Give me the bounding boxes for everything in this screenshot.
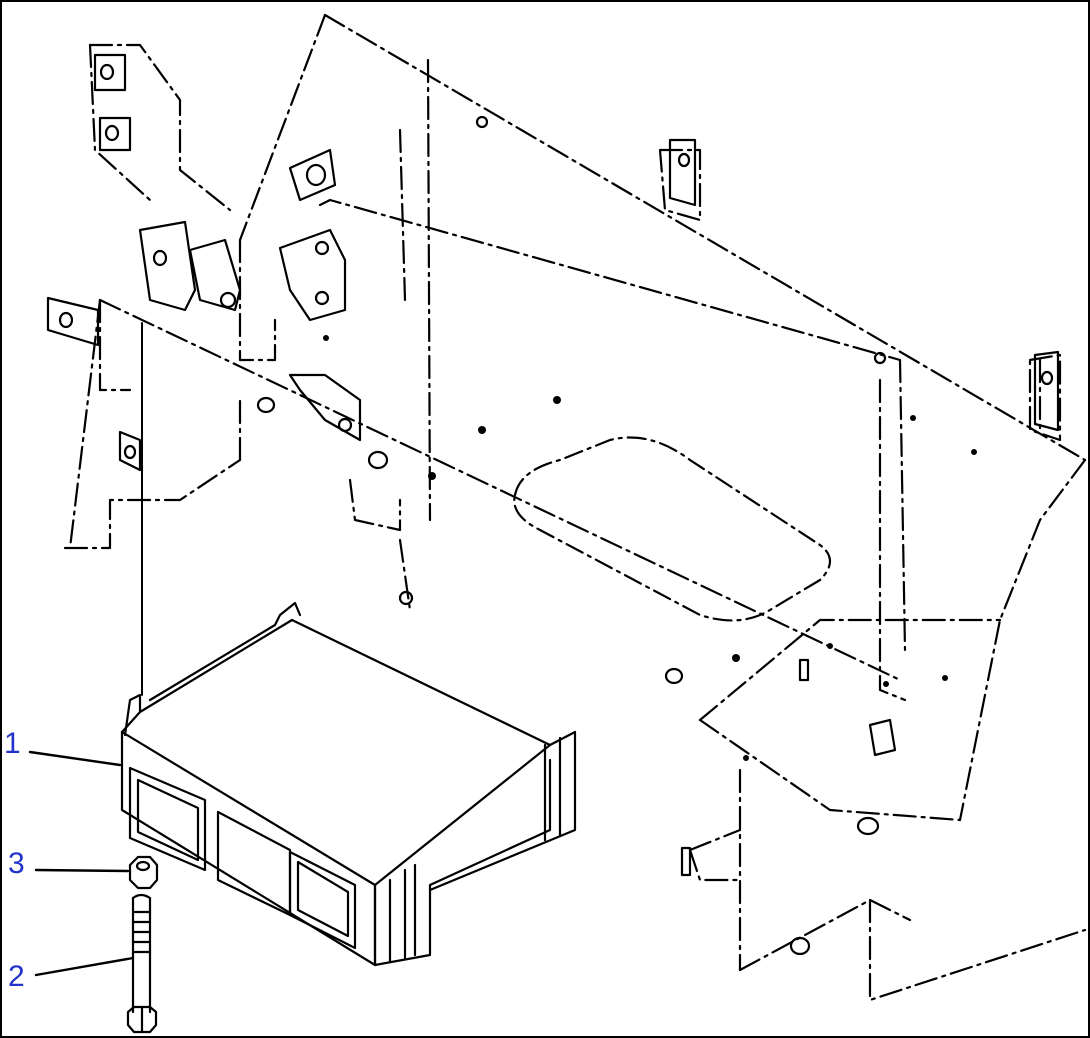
callout-3: 3 <box>8 847 25 880</box>
callout-2: 2 <box>8 960 25 993</box>
frame-cutout <box>513 436 832 622</box>
frame-holes <box>323 335 977 761</box>
nut <box>128 855 159 890</box>
bolt <box>126 893 158 1034</box>
mounting-bracket-frame <box>63 13 1087 1002</box>
frame-tabs <box>46 53 1060 956</box>
callout-1: 1 <box>4 727 21 760</box>
leader-lines <box>28 750 135 977</box>
controller-unit <box>120 601 577 967</box>
